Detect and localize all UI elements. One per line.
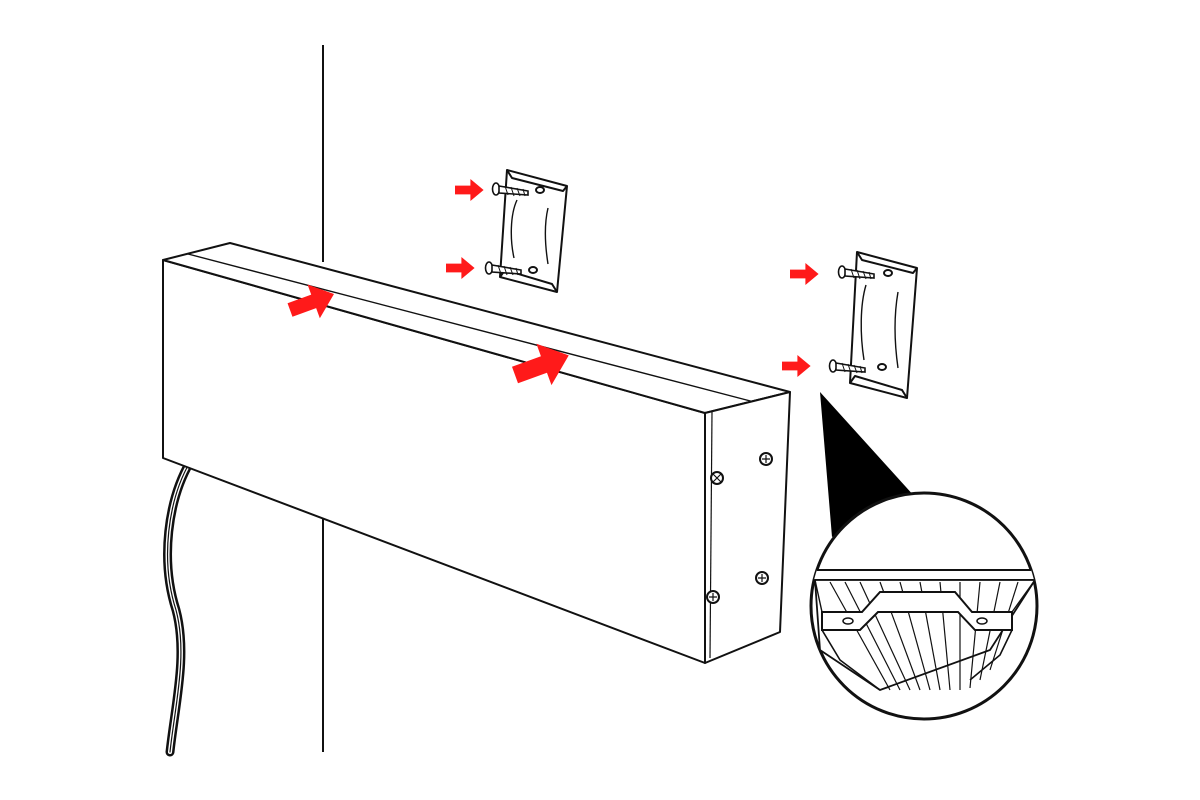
end-cap-screw [710,471,724,485]
detail-callout [809,491,1039,721]
end-cap-screw [706,590,720,604]
light-box [162,242,791,664]
mounting-bracket-right [849,251,918,399]
end-cap-screw [755,571,769,585]
end-cap-screw [759,452,773,466]
push-arrow [782,355,811,377]
screw [491,182,529,197]
push-arrow [446,257,475,279]
light-box-end-face [704,391,791,664]
screw [484,261,522,276]
power-cable [163,457,195,757]
screw [828,359,866,374]
push-arrow [455,179,484,201]
push-arrow [790,263,819,285]
screw [837,265,875,280]
mounting-bracket-left [499,169,568,293]
